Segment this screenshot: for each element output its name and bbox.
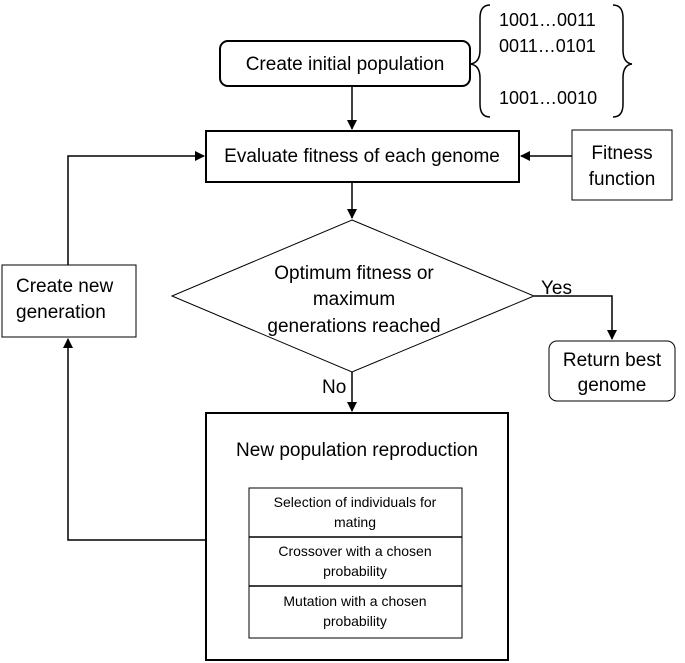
genome-sample-1: 1001…0011 xyxy=(499,10,596,30)
create-initial-population-label: Create initial population xyxy=(246,54,445,75)
genome-samples: 1001…0011 0011…0101 1001…0010 xyxy=(469,4,633,118)
edge-new-generation-to-evaluate xyxy=(67,151,205,265)
step-mutation-line-1: Mutation with a chosen xyxy=(283,593,426,609)
return-best-genome-node: Return best genome xyxy=(548,340,676,402)
reproduction-steps-table xyxy=(248,487,463,639)
create-new-generation-label-line-1: Create new xyxy=(16,276,113,297)
decision-label-line-2: maximum xyxy=(313,289,395,310)
no-label: No xyxy=(322,377,346,398)
fitness-function-label-line-1: Fitness xyxy=(591,143,652,164)
return-best-genome-label-line-2: genome xyxy=(578,375,647,396)
decision-label-line-3: generations reached xyxy=(267,316,440,337)
create-new-generation-node: Create new generation xyxy=(1,264,137,338)
step-selection-line-2: mating xyxy=(334,514,376,530)
decision-node: Optimum fitness or maximum generations r… xyxy=(170,219,536,373)
evaluate-fitness-node: Evaluate fitness of each genome xyxy=(205,130,520,183)
create-new-generation-label-line-2: generation xyxy=(16,302,106,323)
return-best-genome-label-line-1: Return best xyxy=(563,350,662,371)
left-brace xyxy=(469,4,491,118)
step-selection-line-1: Selection of individuals for xyxy=(274,494,437,510)
step-crossover-line-2: probability xyxy=(323,563,387,579)
decision-label-line-1: Optimum fitness or xyxy=(274,263,434,284)
new-population-reproduction-title: New population reproduction xyxy=(236,440,478,461)
yes-label: Yes xyxy=(541,278,572,299)
new-population-reproduction-node: New population reproduction Selection of… xyxy=(205,412,509,661)
fitness-function-node: Fitness function xyxy=(571,129,673,201)
step-crossover-line-1: Crossover with a chosen xyxy=(278,543,431,559)
right-brace xyxy=(612,4,633,118)
fitness-function-label-line-2: function xyxy=(589,169,656,190)
edge-reproduction-to-new-generation xyxy=(63,338,206,541)
create-initial-population-node: Create initial population xyxy=(219,40,471,87)
step-mutation-line-2: probability xyxy=(323,613,387,629)
edge-decision-yes xyxy=(534,295,617,340)
evaluate-fitness-label: Evaluate fitness of each genome xyxy=(224,146,500,167)
genome-sample-2: 0011…0101 xyxy=(499,36,596,56)
genome-sample-3: 1001…0010 xyxy=(499,88,597,108)
